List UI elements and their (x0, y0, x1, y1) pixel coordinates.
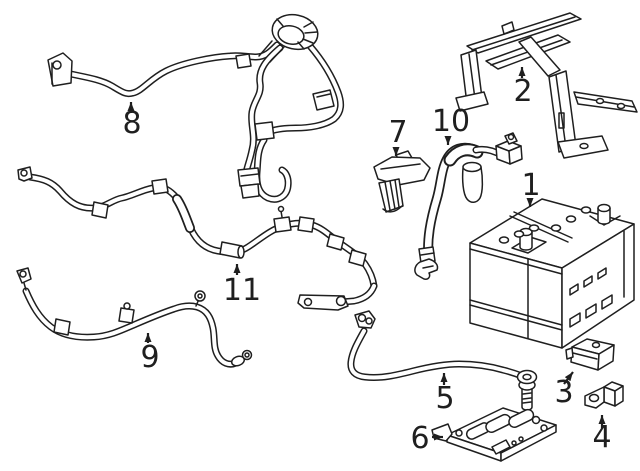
wiring-harness-11 (17, 166, 378, 311)
callout-5[interactable]: 5 (435, 373, 455, 416)
callout-7[interactable]: 7 (388, 115, 408, 156)
harness-8-grommet (258, 13, 319, 63)
harness-8-connector (237, 167, 261, 187)
harness-11-clip (348, 249, 367, 267)
harness-11-clip (91, 201, 109, 219)
vent-cap (580, 206, 592, 214)
harness-11-clip (297, 216, 315, 233)
harness-11-clip (326, 233, 345, 251)
harness-11-clip (273, 216, 292, 233)
callout-9-label: 9 (140, 340, 159, 375)
cable-9-clip (118, 307, 135, 324)
callout-6[interactable]: 6 (410, 421, 443, 456)
callout-3-label: 3 (554, 375, 573, 410)
callout-10[interactable]: 10 (432, 104, 470, 145)
cable-9-clip (53, 318, 71, 336)
wiring-harness-8 (47, 13, 345, 203)
relay-block-3 (565, 338, 615, 371)
callout-2-label: 2 (513, 74, 532, 109)
callout-11-label: 11 (223, 273, 261, 308)
harness-8-clip (312, 89, 335, 111)
callout-6-label: 6 (410, 421, 429, 456)
callout-1[interactable]: 1 (521, 168, 541, 207)
battery-current-sensor (373, 150, 431, 213)
negative-battery-cable (414, 132, 523, 280)
battery-terminal-clamp (495, 132, 523, 165)
ground-cable-9 (16, 267, 253, 368)
callout-4-label: 4 (592, 420, 611, 455)
cable-fork-terminal (414, 258, 439, 280)
vent-cap (498, 236, 510, 244)
callout-3[interactable]: 3 (554, 371, 574, 410)
callout-4[interactable]: 4 (592, 415, 612, 455)
callout-9[interactable]: 9 (140, 333, 160, 375)
vent-cap (528, 224, 540, 232)
harness-8-clip (254, 121, 275, 141)
battery (469, 198, 635, 349)
vent-cap (565, 215, 577, 223)
module-mount-tab (431, 423, 453, 442)
battery-post (589, 203, 621, 226)
callout-3-arrow (563, 371, 574, 385)
callout-2[interactable]: 2 (513, 67, 533, 109)
mount-bracket-4 (584, 381, 624, 409)
vent-cap (513, 230, 525, 238)
callout-11[interactable]: 11 (223, 264, 261, 308)
cable-boot (461, 166, 484, 203)
battery-post (511, 227, 547, 254)
callout-8-label: 8 (122, 106, 141, 141)
callout-8[interactable]: 8 (122, 102, 142, 141)
harness-11-clip (151, 178, 169, 195)
battery-hold-down-bracket (455, 12, 638, 159)
callout-7-label: 7 (388, 115, 407, 150)
cable-5-bolt (516, 369, 538, 411)
harness-8-clip (235, 53, 252, 69)
vent-cap (550, 224, 562, 232)
callout-5-label: 5 (435, 381, 454, 416)
callout-10-label: 10 (432, 104, 470, 139)
callout-1-label: 1 (521, 168, 540, 203)
